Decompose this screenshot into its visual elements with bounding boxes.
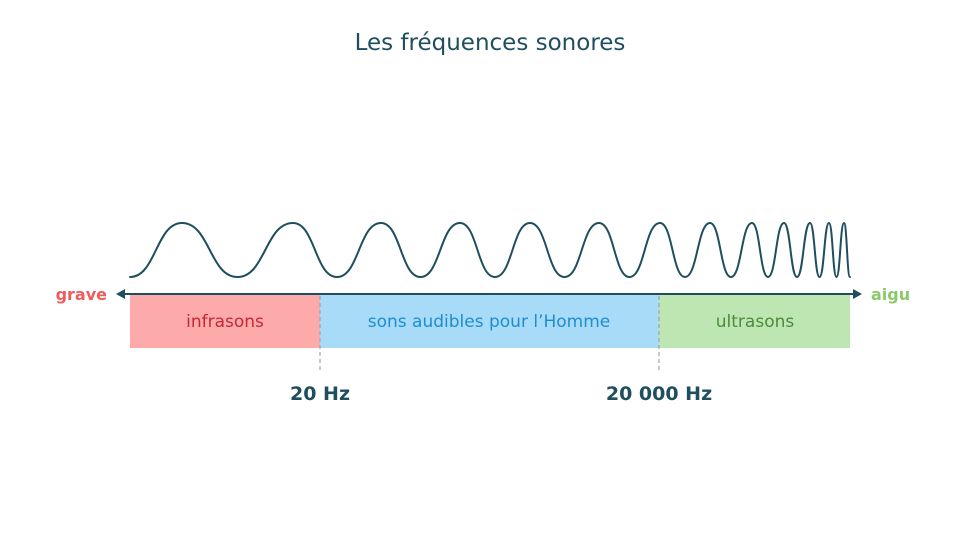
diagram-title: Les fréquences sonores — [354, 30, 626, 56]
band-label-infrasons: infrasons — [186, 312, 264, 332]
band-ultrasons — [659, 295, 850, 348]
axis-label-aigu: aigu — [871, 285, 910, 304]
sound-wave — [129, 221, 851, 279]
threshold-label-20000hz: 20 000 Hz — [606, 383, 712, 405]
arrow-right-icon — [853, 289, 862, 299]
axis-label-grave: grave — [56, 285, 108, 304]
band-audible — [320, 295, 659, 348]
band-label-audible: sons audibles pour l’Homme — [368, 312, 610, 332]
band-label-ultrasons: ultrasons — [716, 312, 795, 332]
threshold-label-20hz: 20 Hz — [290, 383, 350, 405]
band-infrasons — [130, 295, 320, 348]
arrow-left-icon — [116, 289, 125, 299]
